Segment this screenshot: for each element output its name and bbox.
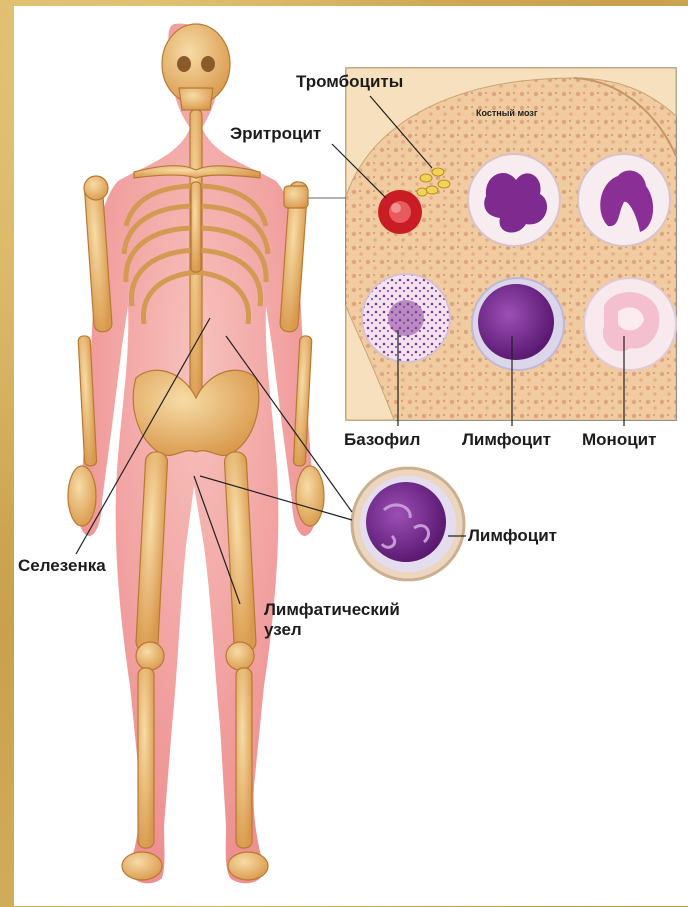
basophil-cell	[362, 274, 450, 362]
lymphocyte-node-cell	[352, 468, 464, 580]
label-spleen: Селезенка	[18, 556, 106, 576]
lymphocyte-marrow-cell	[472, 278, 564, 370]
granulocyte-cell-2	[578, 154, 670, 246]
anatomy-diagram	[14, 6, 688, 906]
label-bone-marrow: Костный мозг	[476, 108, 538, 118]
label-erythrocyte: Эритроцит	[230, 124, 321, 144]
label-monocyte: Моноцит	[582, 430, 656, 450]
label-platelets: Тромбоциты	[296, 72, 403, 92]
label-lymphocyte-marrow: Лимфоцит	[462, 430, 551, 450]
label-lymphocyte-node: Лимфоцит	[468, 526, 557, 546]
label-basophil: Базофил	[344, 430, 420, 450]
label-lymph-node-line1: Лимфатический	[264, 600, 400, 620]
label-lymph-node-line2: узел	[264, 620, 302, 640]
illustration-panel: Тромбоциты Эритроцит Костный мозг Базофи…	[14, 6, 688, 906]
granulocyte-cell-1	[468, 154, 560, 246]
monocyte-cell	[584, 278, 676, 370]
